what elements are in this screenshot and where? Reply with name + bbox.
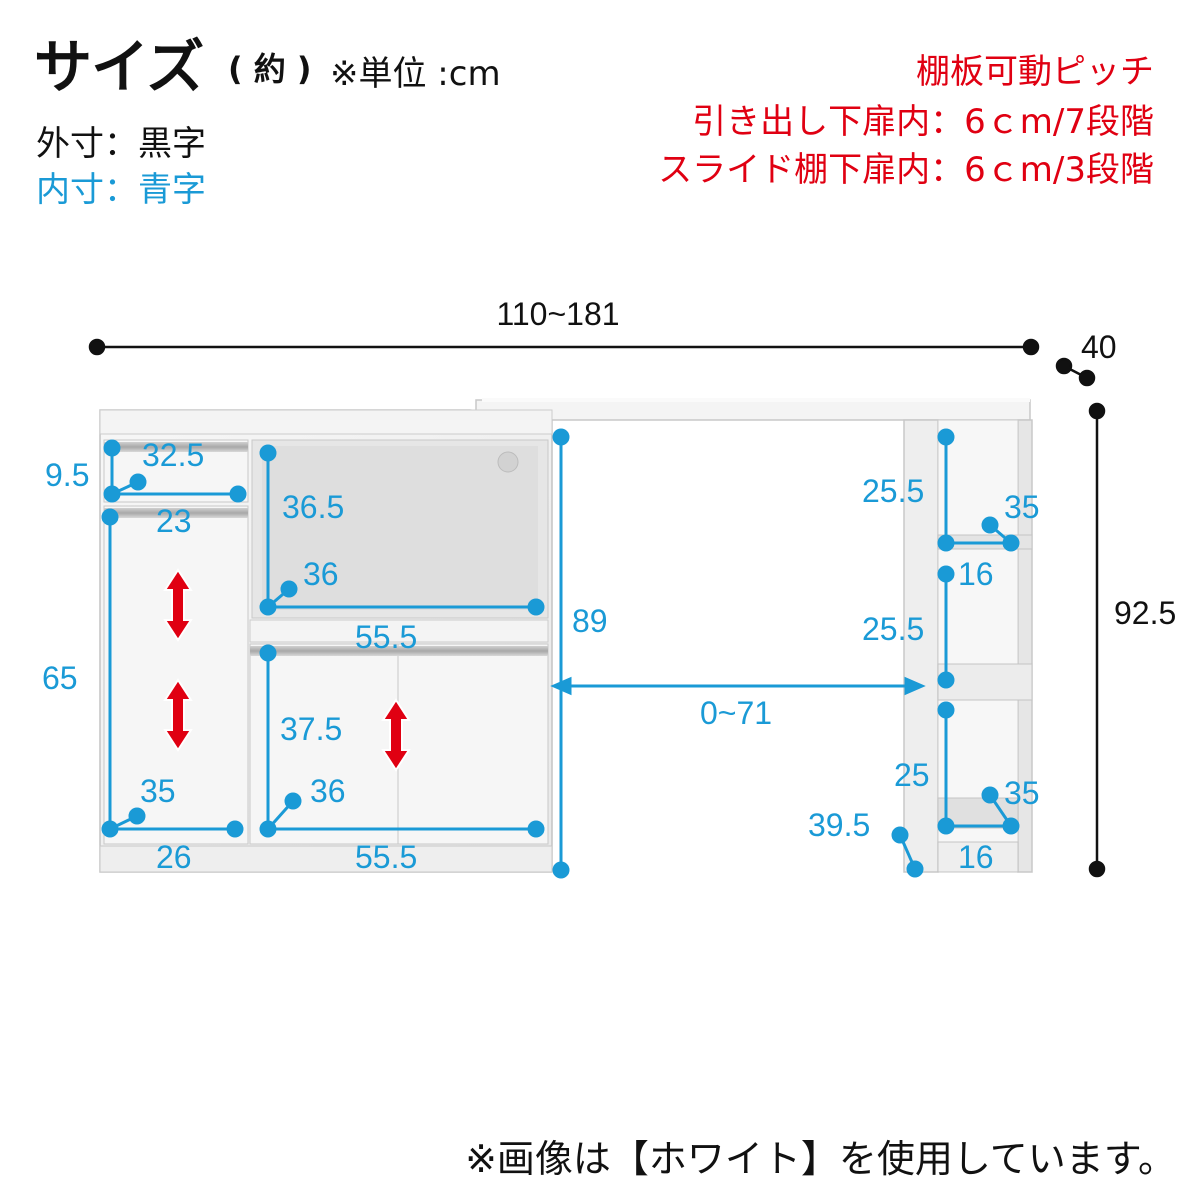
center-door-depth-label: 36 [310, 773, 346, 809]
desk-height-label: 89 [572, 603, 608, 639]
center-door-height-label: 37.5 [280, 711, 342, 747]
left-door-depth-label: 35 [140, 773, 176, 809]
center-width-bottom-label: 55.5 [355, 839, 417, 875]
open-shelf-height-label: 36.5 [282, 489, 344, 525]
legend-outer-dimension: 外寸：黒字 [36, 124, 206, 164]
outer-depth-end-dot [1078, 369, 1096, 387]
drawer-width-label: 32.5 [142, 437, 204, 473]
open-shelf-depth-label: 36 [303, 556, 339, 592]
outer-height-label: 92.5 [1114, 595, 1176, 631]
outer-height-end-dot [1088, 860, 1106, 878]
shelf-pitch-arrows [163, 568, 411, 772]
slide-desk-top [475, 398, 1031, 421]
side-rack [903, 419, 1033, 873]
inner-dimension-lines [101, 428, 1020, 879]
slide-range-label: 0~71 [700, 695, 772, 731]
legend-inner-dimension: 内寸：青字 [36, 170, 206, 210]
left-door-height-label: 65 [42, 660, 78, 696]
rack-bottom-width-label: 16 [958, 839, 994, 875]
rack-top-width-label: 16 [958, 556, 994, 592]
approx-label: ( 約 ) [228, 50, 312, 88]
pitch-note-slide: スライド棚下扉内：6ｃm/3段階 [658, 150, 1154, 190]
unit-label: ※単位 :cm [330, 54, 501, 94]
left-door-width-top-label: 23 [156, 503, 192, 539]
outer-width-end-dot [1022, 338, 1040, 356]
center-pitch-arrow [381, 698, 411, 772]
rack-bottom-height-label: 25 [894, 757, 930, 793]
rack-outer-depth-label: 39.5 [808, 807, 870, 843]
outer-depth-label: 40 [1081, 329, 1117, 365]
drawer-height-label: 9.5 [45, 457, 89, 493]
outer-depth-start-dot [1055, 357, 1073, 375]
left-upper-pitch-arrow [163, 568, 193, 642]
pitch-note-drawer: 引き出し下扉内：6ｃm/7段階 [692, 102, 1154, 142]
outer-width-start-dot [88, 338, 106, 356]
rack-bottom-depth-label: 35 [1004, 775, 1040, 811]
rack-mid-height-label: 25.5 [862, 611, 924, 647]
rack-top-depth-label: 35 [1004, 489, 1040, 525]
image-color-footnote: ※画像は【ホワイト】を使用しています。 [465, 1137, 1176, 1181]
center-width-top-label: 55.5 [355, 619, 417, 655]
pitch-note-title: 棚板可動ピッチ [916, 52, 1154, 92]
left-door-width-bottom-label: 26 [156, 839, 192, 875]
size-title: サイズ [34, 33, 204, 101]
outer-width-label: 110~181 [496, 296, 619, 332]
rack-top-height-label: 25.5 [862, 473, 924, 509]
outer-height-start-dot [1088, 402, 1106, 420]
main-cabinet [99, 409, 553, 873]
left-lower-pitch-arrow [163, 678, 193, 752]
